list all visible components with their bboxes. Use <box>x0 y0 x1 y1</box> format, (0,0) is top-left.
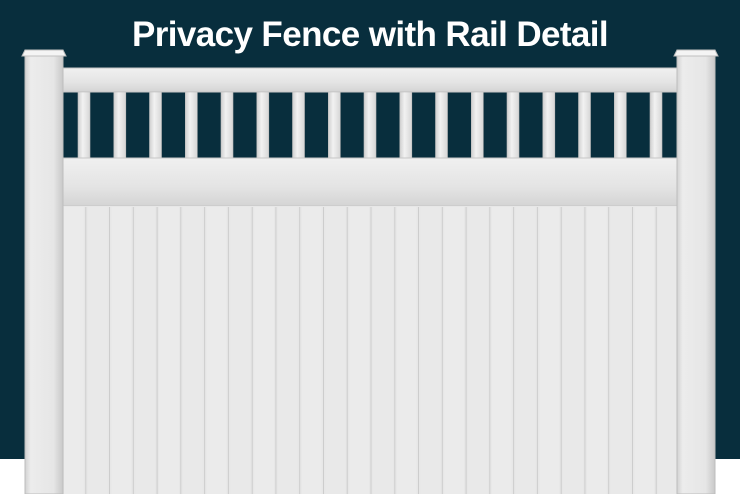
panel-board <box>610 207 631 494</box>
picket <box>77 91 91 159</box>
panel-board <box>182 207 203 494</box>
page-title: Privacy Fence with Rail Detail <box>131 15 609 54</box>
panel-board <box>135 207 156 494</box>
picket <box>292 91 305 159</box>
panel-board <box>301 207 322 494</box>
panel-board <box>563 207 583 494</box>
panel-board <box>658 207 678 494</box>
panel-board <box>539 207 560 494</box>
panel-board <box>468 207 488 494</box>
panel-board <box>64 207 84 494</box>
picket <box>649 91 663 159</box>
top-rail <box>59 67 683 93</box>
picket <box>149 91 162 159</box>
panel-board <box>87 207 108 494</box>
picket <box>542 91 556 159</box>
panel-board <box>634 207 655 494</box>
picket <box>506 91 520 159</box>
panel-board <box>373 207 393 494</box>
picket <box>435 91 448 159</box>
picket <box>113 91 127 159</box>
panel-board <box>515 207 536 494</box>
picket <box>613 91 627 159</box>
panel-board <box>491 207 512 494</box>
panel-board <box>206 207 227 494</box>
panel-board <box>396 207 417 494</box>
picket <box>363 91 377 159</box>
picket <box>578 91 591 159</box>
picket <box>470 91 484 159</box>
middle-rail <box>59 157 683 207</box>
panel-board <box>420 207 441 494</box>
picket <box>185 91 198 159</box>
picket-row <box>77 91 663 159</box>
picket <box>256 91 270 159</box>
panel-board <box>254 207 274 494</box>
picket <box>399 91 413 159</box>
panel-board <box>111 207 132 494</box>
panel-board <box>349 207 369 494</box>
picket <box>327 91 341 159</box>
picket <box>220 91 234 159</box>
panel-board <box>159 207 179 494</box>
panel-board <box>230 207 251 494</box>
panel-board <box>277 207 298 494</box>
left-post <box>21 49 67 494</box>
right-post <box>673 49 719 494</box>
panel-board <box>586 207 607 494</box>
panel-boards <box>61 207 678 494</box>
panel-board <box>444 207 465 494</box>
panel-board <box>325 207 346 494</box>
